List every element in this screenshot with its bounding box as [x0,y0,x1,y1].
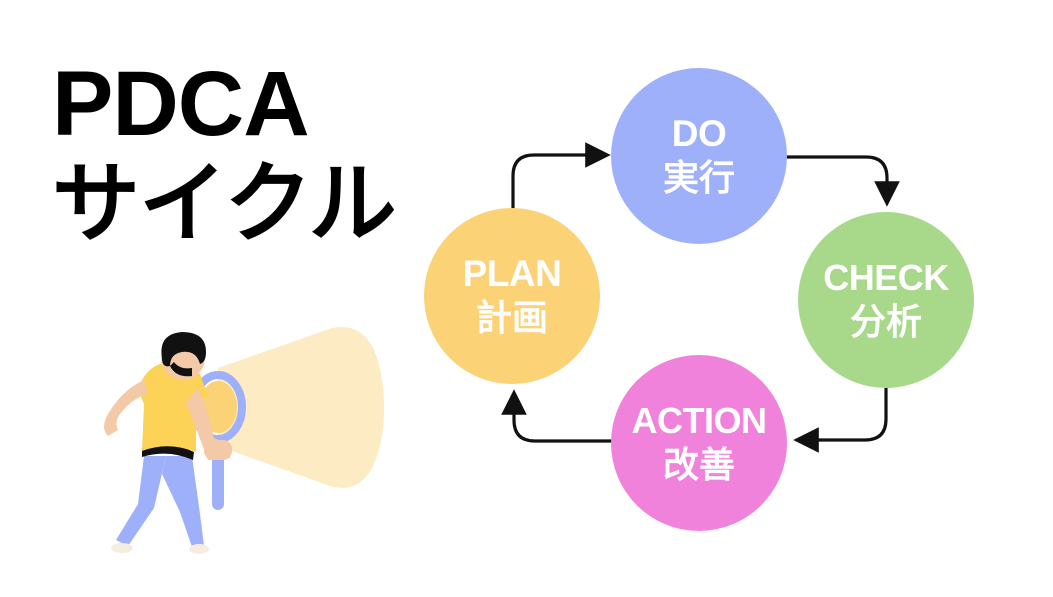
page-title-line-1: PDCA [52,53,310,155]
person-back-leg [162,456,204,547]
cycle-node-action[interactable]: ACTION 改善 [611,355,787,531]
person-belt [142,444,194,460]
person-back-arm [104,380,148,436]
cycle-node-check[interactable]: CHECK 分析 [798,212,974,388]
cycle-node-do[interactable]: DO 実行 [611,68,787,244]
cycle-node-do-label-jp: 実行 [662,157,735,199]
arrow-do-to-check [783,155,900,207]
cycle-node-plan[interactable]: PLAN 計画 [424,208,600,384]
cycle-node-action-label-en: ACTION [631,399,768,441]
arrow-plan-to-do [511,142,611,231]
cycle-node-check-label-jp: 分析 [849,300,922,342]
cycle-node-plan-label-jp: 計画 [475,297,548,339]
page-title-line-2: サイクル [52,154,397,253]
cycle-node-do-label-en: DO [671,113,727,155]
arrow-check-to-action [793,388,888,453]
page-title: PDCA サイクル [52,58,472,248]
person-shirt [138,361,208,452]
cycle-node-action-label-jp: 改善 [662,443,735,485]
person-beard [170,362,192,377]
cycle-node-plan-label-en: PLAN [462,253,562,295]
light-beam-shape [218,327,385,488]
person-hair [161,332,206,367]
cycle-node-check-label-en: CHECK [823,256,949,298]
person-front-leg [116,456,166,546]
person-with-magnifying-glass-illustration [104,327,385,554]
person-hand [204,440,232,460]
arrow-action-to-plan [501,389,700,443]
person-shoe-front [111,543,133,553]
person-shoe-back [189,544,209,554]
